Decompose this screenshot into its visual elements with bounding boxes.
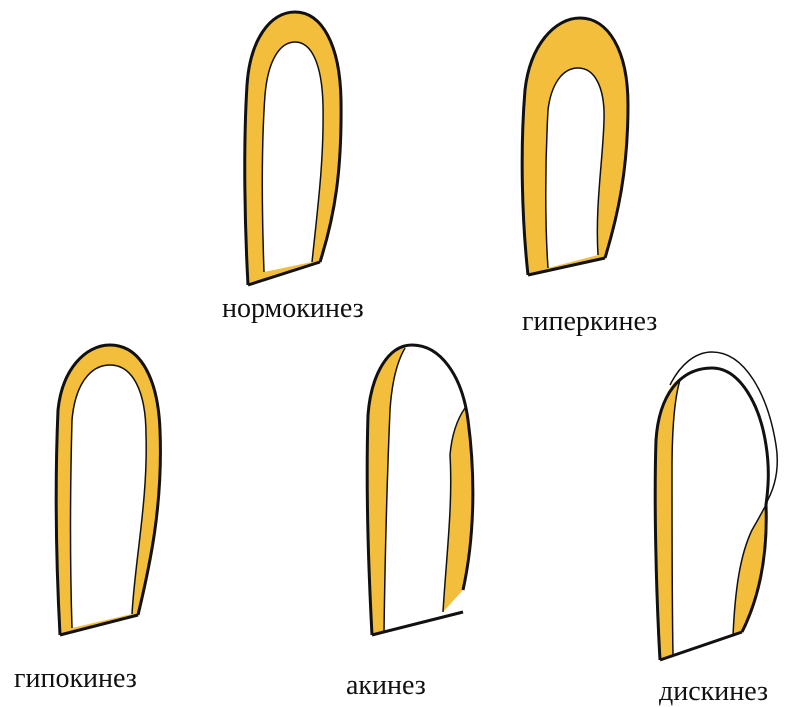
ventricle-akinesis xyxy=(367,345,473,635)
label-hypokinesis: гипокинез xyxy=(14,665,137,693)
akin-valve-plane xyxy=(372,612,463,635)
label-akinesis: акинез xyxy=(346,672,426,700)
ventricle-hypokinesis xyxy=(56,345,160,635)
normo-inner-contour xyxy=(262,42,323,272)
hyper-inner-contour xyxy=(546,68,604,268)
label-hyperkinesis: гиперкинез xyxy=(522,308,657,336)
label-dyskinesis: дискинез xyxy=(659,678,768,706)
label-normokinesis: нормокинез xyxy=(222,295,364,323)
ventricle-normokinesis xyxy=(245,12,341,285)
ventricle-hyperkinesis xyxy=(522,18,628,275)
ventricle-dyskinesis xyxy=(655,352,777,660)
akin-septal-fill xyxy=(443,408,473,612)
dyskin-inner-contour xyxy=(672,380,766,655)
